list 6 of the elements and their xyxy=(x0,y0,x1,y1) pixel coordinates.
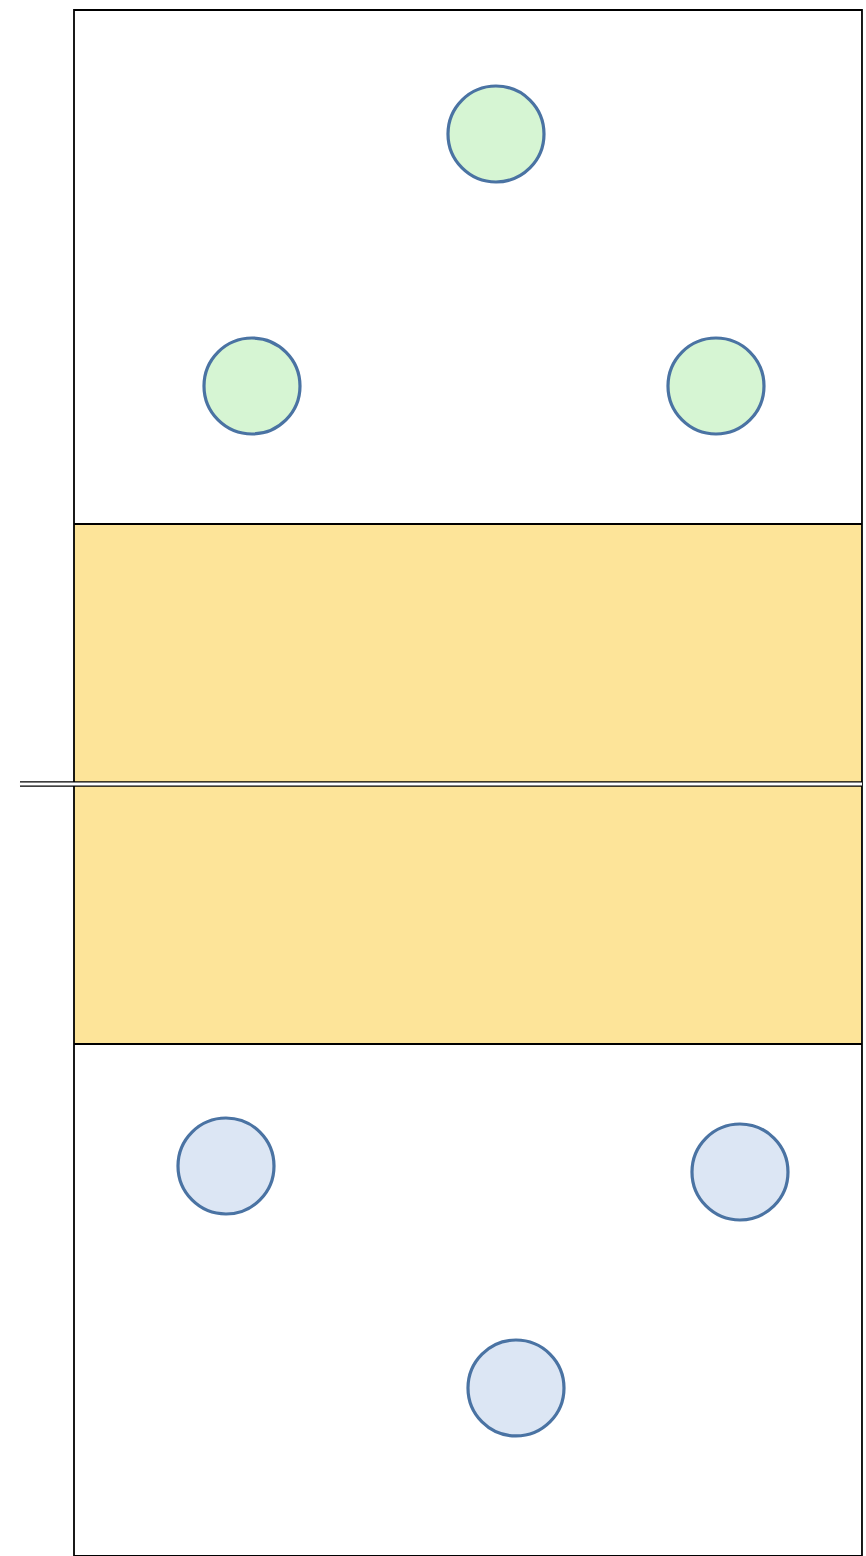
player-marker xyxy=(466,1338,566,1438)
player-marker xyxy=(690,1122,790,1222)
player-marker xyxy=(666,336,766,436)
player-marker xyxy=(176,1116,276,1216)
player-marker xyxy=(202,336,302,436)
player-marker xyxy=(446,84,546,184)
